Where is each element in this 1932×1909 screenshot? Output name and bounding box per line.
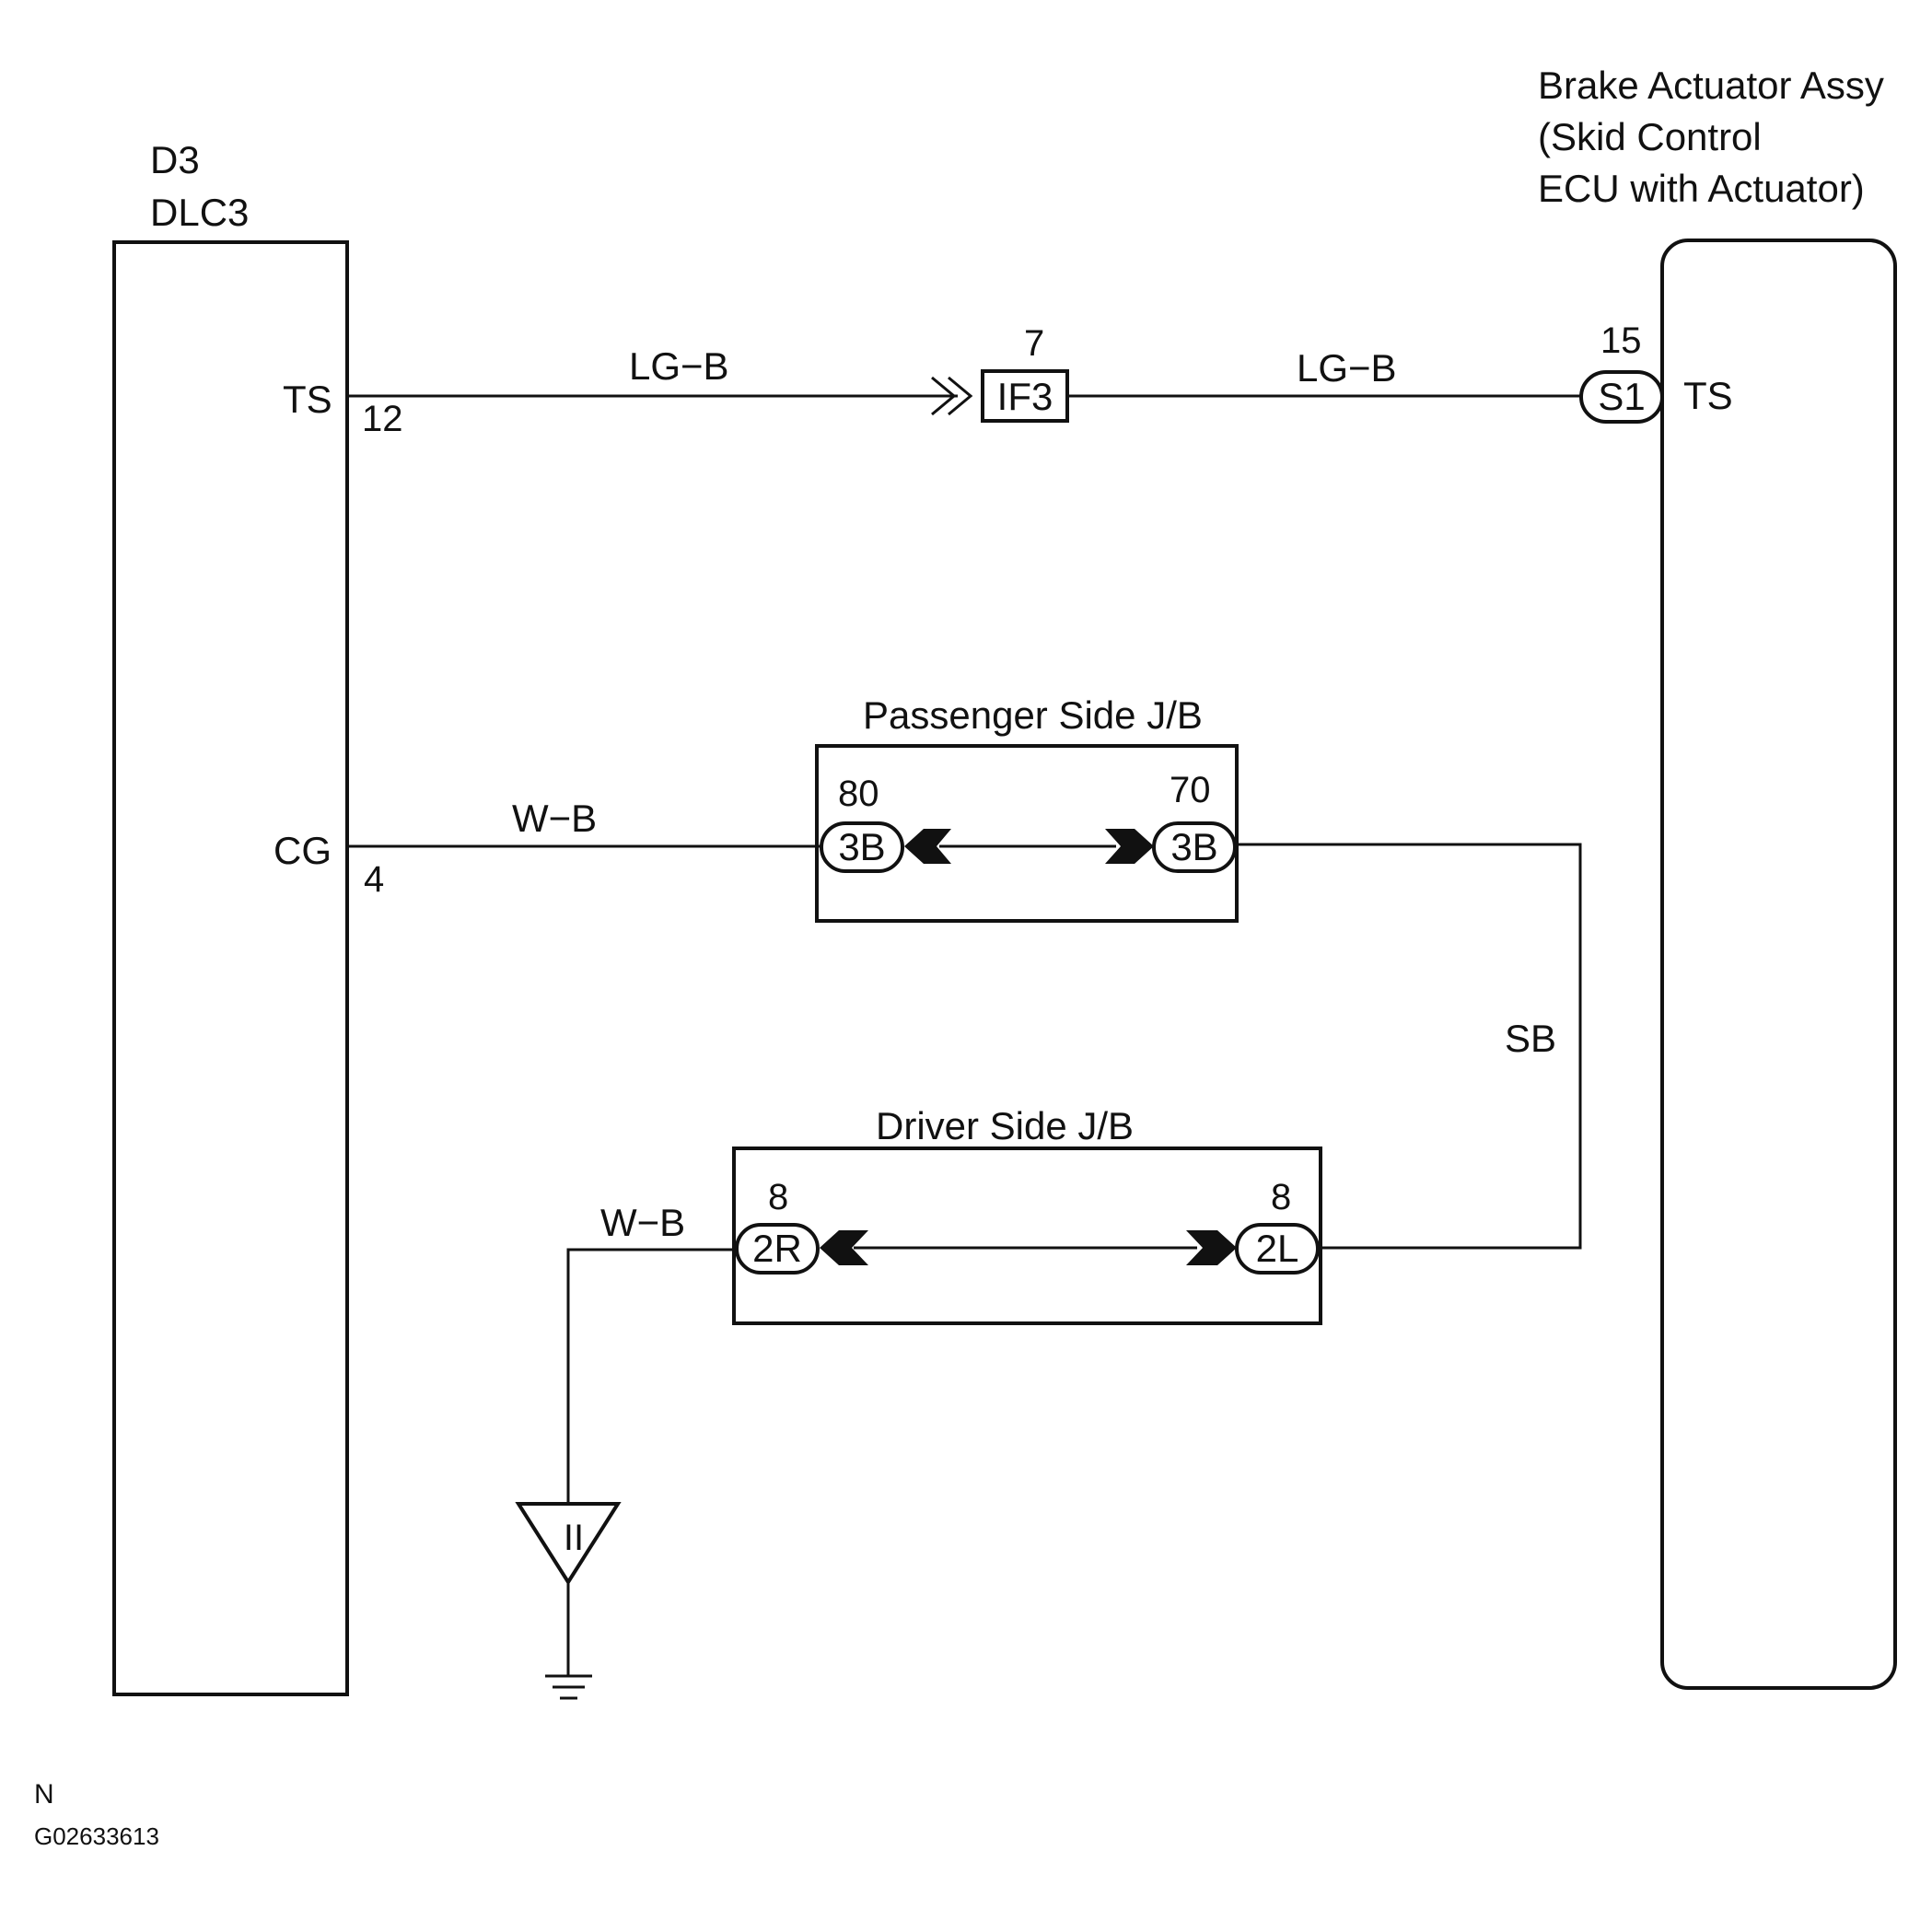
sb-wire-color: SB (1505, 1017, 1556, 1060)
ts-wire-color-left: LG−B (629, 344, 729, 388)
driver-jb-left-pin: 8 (768, 1177, 788, 1217)
passenger-jb-right-connector (1152, 821, 1237, 873)
cg-wire-color: W−B (512, 797, 597, 840)
passenger-jb-left-connector (820, 821, 904, 873)
passenger-jb-left-pin: 80 (838, 774, 879, 814)
in-line-connector-male-icon (931, 376, 957, 416)
driver-jb-right-arrow-icon (1186, 1230, 1237, 1265)
driver-jb: Driver Side J/B 8 8 2R 2L (732, 1104, 1322, 1325)
s1-connector (1579, 370, 1664, 424)
ecu-label-line3: ECU with Actuator) (1538, 167, 1865, 210)
dlc3-code: D3 (150, 138, 200, 181)
ground-icon (545, 1674, 592, 1700)
dlc3-name: DLC3 (150, 191, 249, 234)
sb-wire (1235, 843, 1582, 1250)
ground-circuit: W−B II (515, 1201, 737, 1700)
if3-connector-label: IF3 (997, 375, 1053, 418)
ground-wire-color: W−B (600, 1201, 685, 1244)
ecu-label-line2: (Skid Control (1538, 115, 1762, 158)
ecu-terminal-ts: TS (1683, 374, 1733, 417)
dlc3-terminal-ts: TS (283, 378, 332, 421)
ground-point-icon (515, 1502, 622, 1586)
ecu-body (1660, 239, 1897, 1690)
passenger-jb-right-pin: 70 (1170, 770, 1211, 810)
ground-point-label: II (564, 1518, 584, 1558)
passenger-jb-box (815, 744, 1239, 923)
ts-wire-color-right: LG−B (1297, 346, 1397, 390)
passenger-jb: Passenger Side J/B 80 70 3B 3B (815, 693, 1239, 923)
sb-link: SB (1235, 843, 1582, 1250)
footer: N G02633613 (34, 1779, 159, 1850)
passenger-jb-right-arrow-icon (1105, 829, 1154, 864)
ecu-pin-15: 15 (1600, 320, 1642, 361)
ecu-label-line1: Brake Actuator Assy (1538, 64, 1884, 107)
driver-jb-right-connector-label: 2L (1256, 1227, 1299, 1270)
dlc3-pin-4: 4 (364, 859, 384, 900)
in-line-connector-female-icon (948, 376, 973, 416)
driver-jb-left-connector-label: 2R (752, 1227, 802, 1270)
figure-code: G02633613 (34, 1822, 159, 1850)
driver-jb-box (732, 1147, 1322, 1325)
passenger-jb-left-arrow-icon (904, 829, 951, 864)
if3-pin-7: 7 (1024, 323, 1044, 364)
driver-jb-right-pin: 8 (1271, 1177, 1291, 1217)
ts-circuit: TS 12 LG−B 7 IF3 LG−B 15 S1 TS (283, 320, 1733, 439)
dlc3-pin-12: 12 (362, 399, 403, 439)
footer-note: N (34, 1779, 54, 1810)
passenger-jb-left-connector-label: 3B (838, 825, 885, 868)
passenger-jb-right-connector-label: 3B (1170, 825, 1217, 868)
ground-wire (566, 1248, 737, 1504)
cg-circuit: CG 4 W−B (274, 797, 821, 900)
dlc3-component: D3 DLC3 (112, 138, 349, 1696)
s1-connector-label: S1 (1598, 375, 1645, 418)
driver-jb-right-connector (1235, 1223, 1320, 1275)
dlc3-body (112, 240, 349, 1696)
passenger-jb-title: Passenger Side J/B (863, 693, 1203, 737)
dlc3-terminal-cg: CG (274, 829, 332, 872)
driver-jb-title: Driver Side J/B (876, 1104, 1134, 1147)
ecu-component: Brake Actuator Assy (Skid Control ECU wi… (1538, 64, 1897, 1690)
driver-jb-left-arrow-icon (820, 1230, 868, 1265)
